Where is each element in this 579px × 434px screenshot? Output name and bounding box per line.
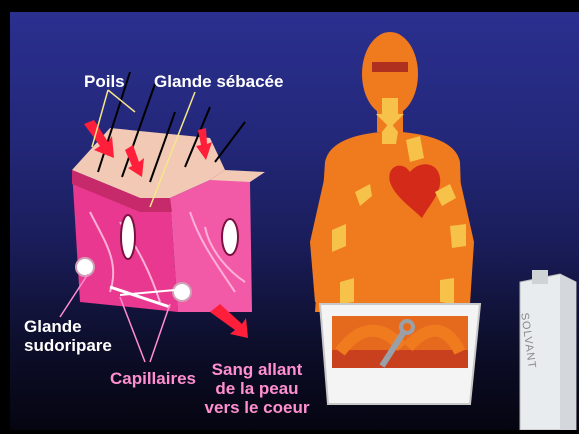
hair-follicle <box>222 219 238 255</box>
brain-highlight <box>372 62 408 72</box>
human-figure <box>310 32 474 312</box>
flow-arrow <box>450 224 466 248</box>
flow-arrow <box>440 278 454 304</box>
label-poils: Poils <box>84 72 125 91</box>
solvent-basin <box>320 304 480 404</box>
diagram-stage: Poils Glande sébacée Glande sudoripare C… <box>10 12 579 430</box>
hair <box>215 122 245 162</box>
hair-follicle <box>121 215 135 259</box>
leader-line <box>150 304 170 362</box>
sweat-gland <box>173 283 191 301</box>
leader-line <box>108 90 135 112</box>
label-sang-line2: de la peau <box>202 379 312 398</box>
label-glande-sudoripare-line2: sudoripare <box>24 336 112 355</box>
label-glande-sudoripare-line1: Glande <box>24 317 112 336</box>
label-sang-line1: Sang allant <box>202 360 312 379</box>
flow-arrow <box>340 278 354 304</box>
can-cap <box>532 270 548 284</box>
label-glande-sebacee: Glande sébacée <box>154 72 283 91</box>
sweat-gland <box>76 258 94 276</box>
label-capillaires: Capillaires <box>110 369 196 388</box>
label-glande-sudoripare: Glande sudoripare <box>24 317 112 355</box>
label-sang: Sang allant de la peau vers le coeur <box>202 360 312 417</box>
label-sang-line3: vers le coeur <box>202 398 312 417</box>
